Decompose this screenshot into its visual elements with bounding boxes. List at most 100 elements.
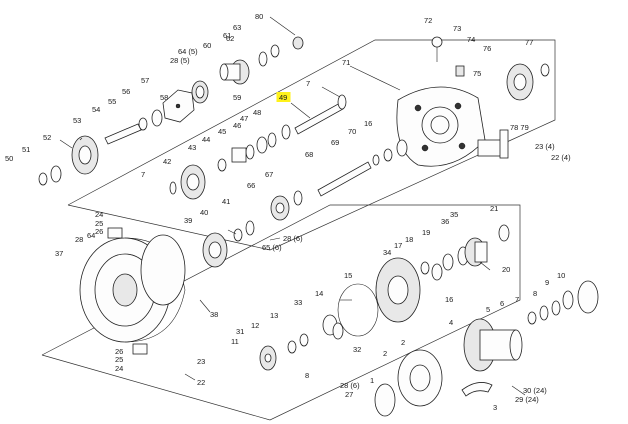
label-65-6: 65 (6) (262, 243, 282, 252)
label-15: 15 (344, 271, 352, 280)
label-57: 57 (141, 76, 149, 85)
label-3: 3 (493, 403, 497, 412)
part-70-ring (383, 148, 393, 162)
part-51-bearing (50, 165, 62, 183)
label-22-lower: 22 (197, 378, 205, 387)
label-35: 35 (450, 210, 458, 219)
label-30-24: 30 (24) (523, 386, 547, 395)
label-20: 20 (502, 265, 510, 274)
part-26-plate-upper (107, 227, 123, 239)
label-24-lower: 24 (115, 364, 123, 373)
part-16-upper-ring (396, 139, 408, 157)
label-33: 33 (294, 298, 302, 307)
label-6: 6 (500, 299, 504, 308)
part-18-bearing (442, 253, 454, 271)
label-52: 52 (43, 133, 51, 142)
part-42-gear (180, 164, 206, 200)
part-38-ring-housing (140, 234, 186, 306)
label-7-left: 7 (141, 170, 145, 179)
part-16-lower-ring (431, 263, 443, 281)
label-44: 44 (202, 135, 210, 144)
label-41: 41 (222, 197, 230, 206)
part-71-housing (396, 86, 486, 167)
label-40: 40 (200, 208, 208, 217)
lower-assembly-panel (41, 204, 521, 421)
label-9: 9 (545, 278, 549, 287)
label-31: 31 (236, 327, 244, 336)
label-73: 73 (453, 24, 461, 33)
label-25-lower: 25 (115, 355, 123, 364)
part-9-ring (562, 290, 574, 310)
part-37-drum (79, 237, 186, 343)
part-21-ring (498, 224, 510, 242)
part-50-ring (38, 172, 48, 186)
part-62-ring (270, 44, 280, 58)
label-23-4-upper: 23 (4) (535, 142, 555, 151)
label-62: 62 (226, 34, 234, 43)
label-68: 68 (305, 150, 313, 159)
label-17: 17 (394, 241, 402, 250)
label-75: 75 (473, 69, 481, 78)
label-46: 46 (233, 121, 241, 130)
label-27: 27 (345, 390, 353, 399)
part-77-ring (540, 63, 550, 77)
label-48: 48 (253, 108, 261, 117)
label-43: 43 (188, 143, 196, 152)
label-71: 71 (342, 58, 350, 67)
part-46-bearing (256, 136, 268, 154)
label-55: 55 (108, 97, 116, 106)
label-74: 74 (467, 35, 475, 44)
part-75-plug (455, 65, 465, 77)
label-21: 21 (490, 204, 498, 213)
part-45-spacer (245, 144, 255, 160)
label-13: 13 (270, 311, 278, 320)
part-67-ring (293, 190, 303, 206)
label-4: 4 (449, 318, 453, 327)
part-1-disc (374, 383, 396, 417)
part-4-planet-carrier (463, 318, 523, 372)
label-50: 50 (5, 154, 13, 163)
label-28-5: 28 (5) (170, 56, 190, 65)
part-7-ring-lower (539, 305, 549, 321)
part-55-ring (138, 117, 148, 131)
part-8-ring (551, 300, 561, 316)
label-22-4-upper: 22 (4) (551, 153, 571, 162)
part-73-eyebolt (431, 36, 443, 62)
label-7-lower: 7 (515, 295, 519, 304)
label-14: 14 (315, 289, 323, 298)
label-63: 63 (233, 23, 241, 32)
label-28-6-upper: 28 (6) (283, 234, 303, 243)
part-76-gear (506, 63, 534, 101)
part-39-gear (202, 232, 228, 268)
highlight-marker-49 (276, 92, 291, 102)
label-26-lower: 26 (115, 347, 123, 356)
label-39: 39 (184, 216, 192, 225)
label-54: 54 (92, 105, 100, 114)
upper-assembly-panel (67, 39, 556, 251)
label-53: 53 (73, 116, 81, 125)
part-48-ring (281, 124, 291, 140)
part-7-ring-left (169, 181, 177, 195)
label-67: 67 (265, 170, 273, 179)
part-3-segment (461, 382, 493, 397)
part-6-ring (527, 311, 537, 325)
label-76: 76 (483, 44, 491, 53)
part-66-hub (270, 195, 290, 221)
part-61-seal (258, 51, 268, 67)
part-40-ring (233, 228, 243, 242)
label-51: 51 (22, 145, 30, 154)
label-70: 70 (348, 127, 356, 136)
leader-lines (59, 16, 526, 396)
label-80: 80 (255, 12, 263, 21)
label-78-79: 78 79 (510, 123, 529, 132)
label-60: 60 (203, 41, 211, 50)
label-29-24: 29 (24) (515, 395, 539, 404)
label-32: 32 (353, 345, 361, 354)
part-49-shaft (294, 102, 344, 135)
label-36: 36 (441, 217, 449, 226)
label-7-upper: 7 (306, 79, 310, 88)
label-77: 77 (525, 38, 533, 47)
label-45: 45 (218, 127, 226, 136)
label-59: 59 (233, 93, 241, 102)
